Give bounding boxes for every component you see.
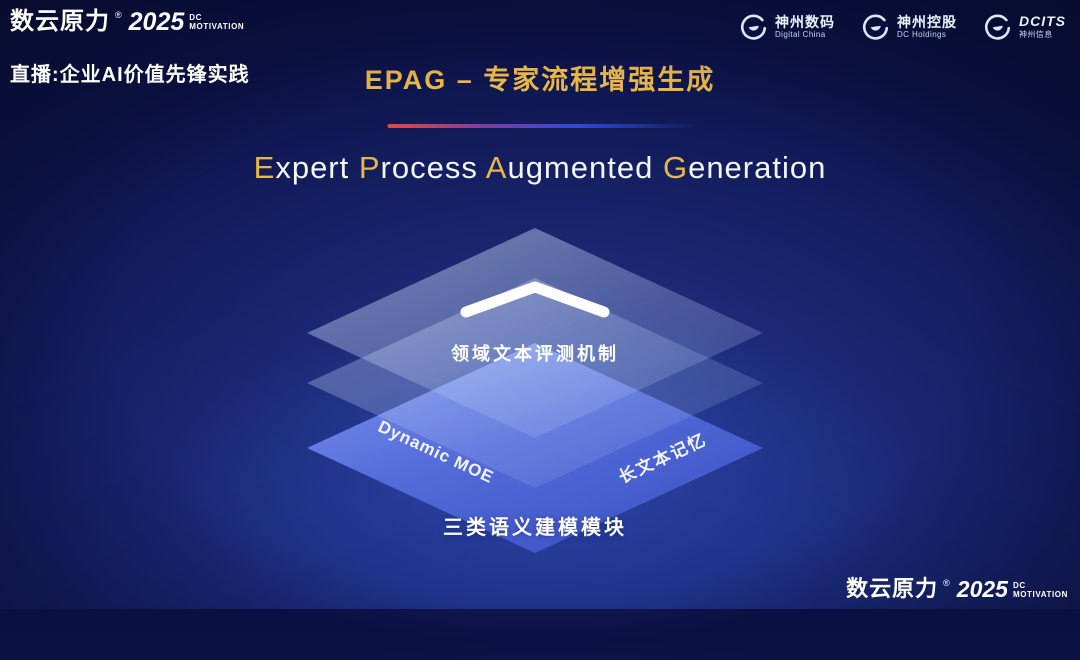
footer-brand-logo: 数云原力 ® 2025 DC MOTIVATION [846, 578, 1068, 601]
layer-diagram: 领域文本评测机制 Dynamic MOE 长文本记忆 三类语义建模模块 [307, 228, 763, 573]
digital-china-swoosh-icon [739, 12, 768, 41]
dc-holdings-swoosh-icon [861, 12, 890, 41]
partner-logos: 神州数码 Digital China 神州控股 DC Holdings DCIT… [739, 12, 1066, 41]
registered-mark: ® [115, 10, 122, 20]
brand-year: 2025 [128, 8, 185, 36]
title-divider [387, 124, 693, 128]
footer-registered-mark: ® [943, 578, 950, 588]
footer-brand-sub-motivation: MOTIVATION [1012, 590, 1068, 600]
brand-name-cn: 数云原力 [10, 8, 110, 35]
word-rest: ugmented [507, 150, 663, 185]
initial-p: P [358, 150, 381, 185]
word-rest: xpert [275, 150, 359, 185]
partner-name: 神州数码 [775, 13, 835, 30]
dcits-swoosh-icon [983, 12, 1012, 41]
footer-brand-subtitle: DC MOTIVATION [1013, 581, 1068, 599]
brand-sub-motivation: MOTIVATION [189, 22, 245, 32]
english-title: Expert Process Augmented Generation [0, 150, 1080, 186]
partner-dcits: DCITS 神州信息 [983, 12, 1066, 41]
initial-e: E [253, 150, 276, 185]
initial-g: G [662, 150, 689, 185]
brand-subtitle: DC MOTIVATION [189, 13, 244, 31]
brand-logo: 数云原力 ® 2025 DC MOTIVATION [10, 10, 244, 35]
bottom-layer-label: 三类语义建模模块 [443, 517, 627, 539]
live-title: 直播:企业AI价值先锋实践 [10, 64, 250, 86]
top-layer-label: 领域文本评测机制 [451, 344, 619, 364]
partner-sub: DC Holdings [897, 30, 947, 40]
footer-brand-year: 2025 [956, 576, 1008, 602]
partner-name: DCITS [1019, 12, 1066, 29]
initial-a: A [485, 150, 508, 185]
footer-brand-sub-dc: DC [1012, 581, 1026, 590]
partner-digital-china: 神州数码 Digital China [739, 12, 835, 41]
footer-brand-name-cn: 数云原力 [846, 576, 939, 601]
word-rest: rocess [380, 150, 486, 185]
partner-sub: Digital China [775, 30, 826, 40]
partner-dc-holdings: 神州控股 DC Holdings [861, 12, 957, 41]
brand-sub-dc: DC [189, 13, 203, 22]
partner-sub: 神州信息 [1019, 30, 1053, 40]
word-rest: eneration [688, 150, 827, 185]
partner-name: 神州控股 [897, 13, 957, 30]
chevron-up-icon [453, 276, 617, 327]
